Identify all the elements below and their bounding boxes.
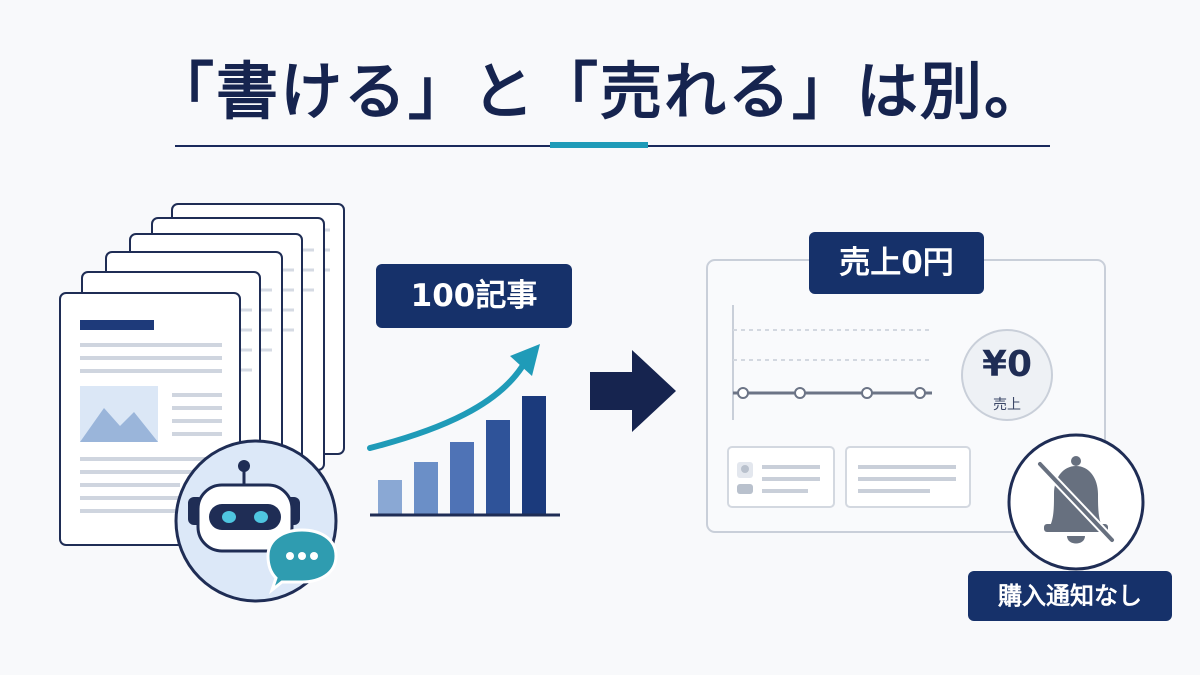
growth-bar-4 <box>486 420 510 514</box>
yen-value: ¥0 <box>981 344 1033 385</box>
growth-bar-2 <box>414 462 438 514</box>
article-count-badge: 100記事 <box>376 264 572 328</box>
chat-bubble-icon <box>266 528 338 595</box>
ai-robot-icon <box>174 439 338 603</box>
no-notification-badge: 購入通知なし <box>968 571 1172 621</box>
title-underline-accent <box>550 142 648 148</box>
right-arrow-icon <box>590 350 676 432</box>
growth-bar-5 <box>522 396 546 514</box>
growth-chart-icon <box>367 344 560 517</box>
yen-label: 売上 <box>993 397 1021 413</box>
sales-dashboard-panel <box>706 259 1106 533</box>
growth-bar-3 <box>450 442 474 514</box>
profile-card <box>727 446 835 508</box>
info-card <box>845 446 971 508</box>
muted-bell-icon <box>1007 433 1145 571</box>
trend-arrow-icon <box>367 359 528 451</box>
sales-circle <box>961 329 1053 421</box>
document-stack <box>59 203 345 546</box>
image-placeholder-icon <box>80 386 158 442</box>
headline-title: 「書ける」と「売れる」は別。 <box>151 55 1048 128</box>
sales-badge: 売上0円 <box>809 232 984 294</box>
growth-bar-1 <box>378 480 402 514</box>
document-heading-bar <box>80 320 154 330</box>
flat-sales-line <box>733 387 932 399</box>
